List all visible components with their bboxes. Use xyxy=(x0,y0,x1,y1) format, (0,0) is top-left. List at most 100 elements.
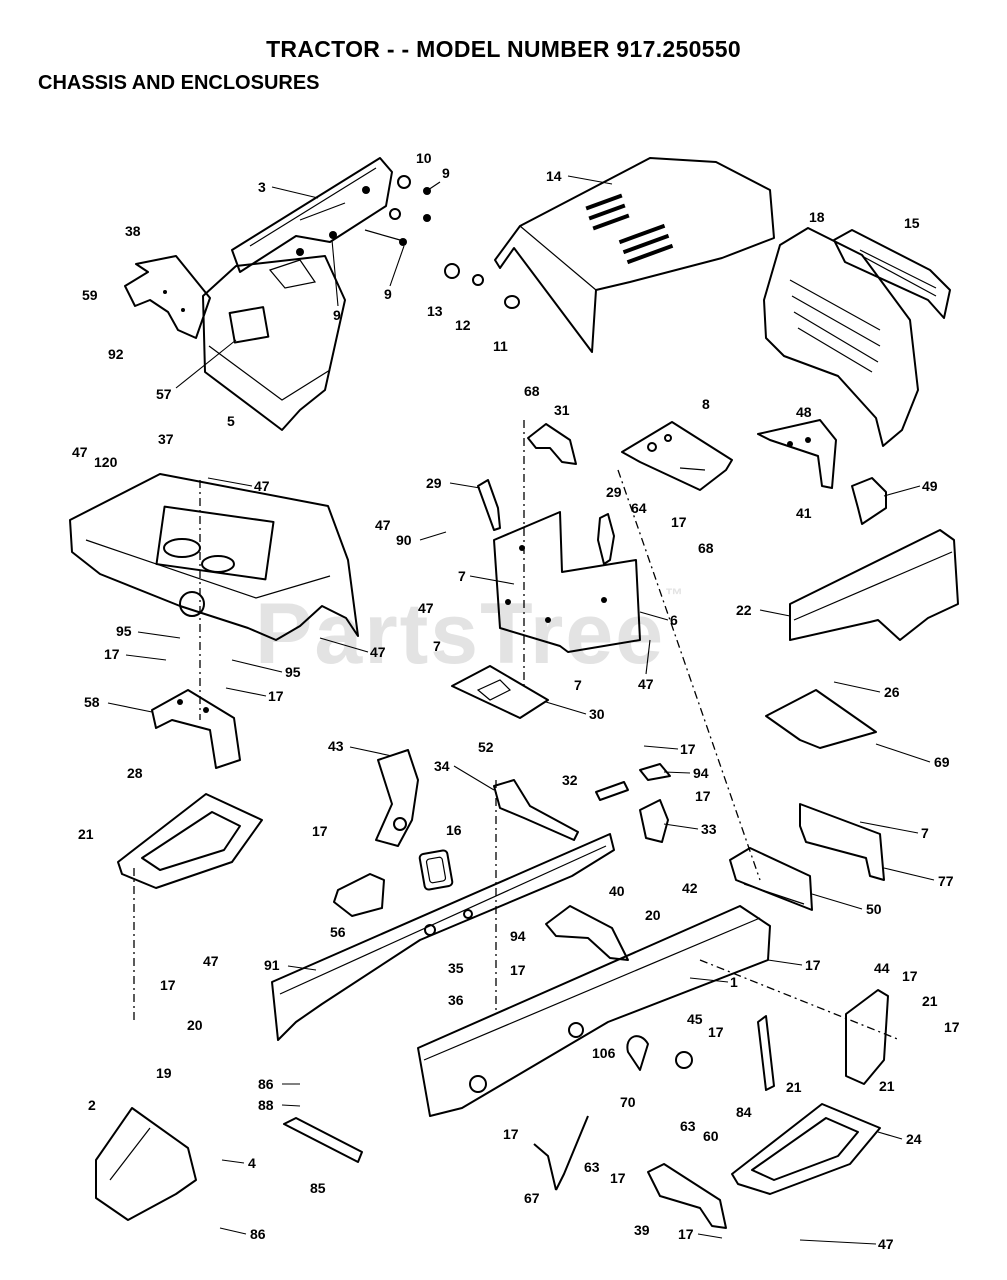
part-24-footrest xyxy=(731,1103,881,1195)
part-34-bracket xyxy=(493,779,579,841)
callout-20: 20 xyxy=(187,1017,203,1033)
callout-47: 47 xyxy=(375,517,391,533)
diagram-subtitle: CHASSIS AND ENCLOSURES xyxy=(38,72,320,94)
callout-9: 9 xyxy=(442,165,450,181)
part-15-grille xyxy=(833,229,951,319)
callout-6: 6 xyxy=(670,612,678,628)
callout-106: 106 xyxy=(592,1045,616,1061)
callout-22: 22 xyxy=(736,602,752,618)
callout-90: 90 xyxy=(396,532,412,548)
callout-68: 68 xyxy=(698,540,714,556)
callout-88: 88 xyxy=(258,1097,274,1113)
callout-29: 29 xyxy=(426,475,442,491)
callout-16: 16 xyxy=(446,822,462,838)
callout-63: 63 xyxy=(680,1118,696,1134)
part-2-plate xyxy=(95,1107,197,1221)
callout-47: 47 xyxy=(72,444,88,460)
callout-86: 86 xyxy=(250,1226,266,1242)
part-84-bracket xyxy=(757,1015,775,1091)
callout-11: 11 xyxy=(493,338,508,354)
part-58-bracket xyxy=(151,689,241,769)
part-9-10-hardware xyxy=(299,175,431,246)
callout-70: 70 xyxy=(620,1094,636,1110)
callout-17: 17 xyxy=(610,1170,626,1186)
part-94-33-brackets xyxy=(639,763,671,843)
part-56-bracket xyxy=(333,873,385,917)
callout-9: 9 xyxy=(384,286,392,302)
callout-85: 85 xyxy=(310,1180,326,1196)
callout-17: 17 xyxy=(944,1019,960,1035)
callout-17: 17 xyxy=(503,1126,519,1142)
callout-17: 17 xyxy=(805,957,821,973)
callout-29: 29 xyxy=(606,484,622,500)
callout-50: 50 xyxy=(866,901,882,917)
part-28-footrest xyxy=(117,793,263,889)
part-77-plate xyxy=(799,803,885,881)
callout-91: 91 xyxy=(264,957,280,973)
callout-35: 35 xyxy=(448,960,464,976)
part-11-13-hardware xyxy=(444,263,520,309)
callout-84: 84 xyxy=(736,1104,752,1120)
part-92-plate xyxy=(124,255,211,339)
part-49-bracket xyxy=(851,477,887,525)
callout-47: 47 xyxy=(418,600,434,616)
callout-56: 56 xyxy=(330,924,346,940)
part-29-brackets xyxy=(477,479,615,565)
alignment-lines xyxy=(133,420,901,1041)
part-16-bushing xyxy=(418,849,454,891)
part-18-grille-housing xyxy=(763,227,919,447)
callout-21: 21 xyxy=(879,1078,895,1094)
callout-47: 47 xyxy=(370,644,386,660)
part-45-bracket xyxy=(675,1051,693,1069)
callout-41: 41 xyxy=(796,505,812,521)
callout-21: 21 xyxy=(922,993,938,1009)
part-30-plate xyxy=(451,665,549,719)
callout-42: 42 xyxy=(682,880,698,896)
callout-17: 17 xyxy=(671,514,687,530)
callout-4: 4 xyxy=(248,1155,256,1171)
callout-47: 47 xyxy=(203,953,219,969)
callout-77: 77 xyxy=(938,873,954,889)
callout-44: 44 xyxy=(874,960,890,976)
callout-5: 5 xyxy=(227,413,235,429)
callout-36: 36 xyxy=(448,992,464,1008)
callout-47: 47 xyxy=(638,676,654,692)
part-67-rod xyxy=(533,1115,589,1191)
callout-labels: 10 9 3 9 9 38 59 92 57 5 14 13 12 11 18 … xyxy=(72,150,960,1252)
callout-59: 59 xyxy=(82,287,98,303)
callout-9: 9 xyxy=(333,307,341,323)
callout-13: 13 xyxy=(427,303,443,319)
callout-47: 47 xyxy=(878,1236,894,1252)
callout-43: 43 xyxy=(328,738,344,754)
callout-14: 14 xyxy=(546,168,562,184)
callout-33: 33 xyxy=(701,821,717,837)
part-1-main-frame xyxy=(417,905,771,1117)
callout-17: 17 xyxy=(510,962,526,978)
callout-60: 60 xyxy=(703,1128,719,1144)
part-32-bar xyxy=(595,781,629,801)
callout-7: 7 xyxy=(433,638,441,654)
part-50-bracket xyxy=(729,847,813,911)
part-39-bracket xyxy=(647,1163,727,1229)
part-8-plate xyxy=(621,421,733,491)
callout-17: 17 xyxy=(680,741,696,757)
callout-92: 92 xyxy=(108,346,124,362)
callout-2: 2 xyxy=(88,1097,96,1113)
callout-94: 94 xyxy=(693,765,709,781)
callout-7: 7 xyxy=(574,677,582,693)
callout-3: 3 xyxy=(258,179,266,195)
part-91-frame-rail xyxy=(271,833,615,1041)
callout-47: 47 xyxy=(254,478,270,494)
watermark: PartsTree™ xyxy=(255,585,686,682)
part-22-side-panel xyxy=(789,529,959,641)
callout-57: 57 xyxy=(156,386,172,402)
callout-7: 7 xyxy=(458,568,466,584)
callout-32: 32 xyxy=(562,772,578,788)
callout-20: 20 xyxy=(645,907,661,923)
callout-8: 8 xyxy=(702,396,710,412)
callout-17: 17 xyxy=(104,646,120,662)
callout-28: 28 xyxy=(127,765,143,781)
part-48-bracket xyxy=(757,419,837,489)
part-5-console xyxy=(202,255,346,431)
